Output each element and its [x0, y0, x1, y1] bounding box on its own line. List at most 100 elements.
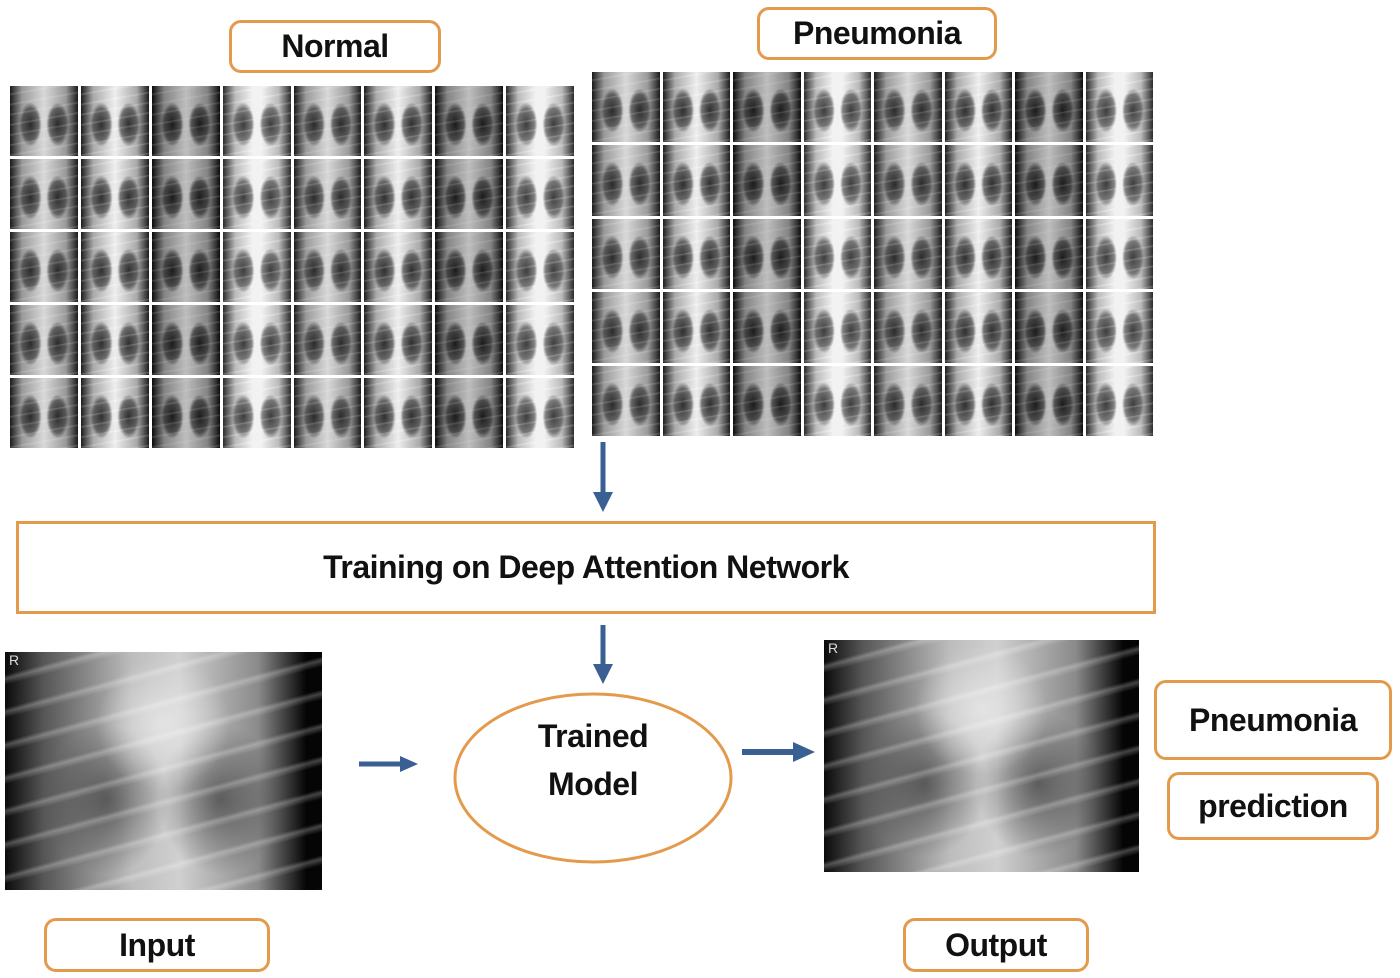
normal-xray-thumbnail	[435, 86, 504, 156]
training-box-text: Training on Deep Attention Network	[323, 549, 849, 585]
pneumonia-xray-thumbnail	[592, 292, 660, 363]
pneumonia-dataset-label: Pneumonia	[757, 7, 997, 60]
normal-xray-thumbnail	[435, 305, 504, 375]
normal-xray-thumbnail	[222, 305, 291, 375]
pneumonia-xray-thumbnail	[874, 218, 942, 290]
pneumonia-xray-thumbnail	[944, 145, 1012, 216]
pneumonia-xray-thumbnail	[733, 365, 801, 436]
pneumonia-xray-thumbnail	[803, 145, 871, 216]
trained-model-line2: Model	[548, 766, 638, 802]
pneumonia-xray-thumbnail	[662, 145, 730, 216]
arrow-input-to-model	[359, 756, 418, 772]
pneumonia-xray-thumbnail	[662, 292, 730, 363]
output-label-text: Output	[945, 926, 1047, 963]
input-label-text: Input	[119, 926, 195, 963]
pneumonia-xray-thumbnail	[1085, 365, 1153, 436]
normal-xray-thumbnail	[364, 232, 433, 302]
normal-xray-thumbnail	[293, 232, 362, 302]
pneumonia-xray-thumbnail	[1015, 292, 1083, 363]
result-class-label: Pneumonia	[1154, 680, 1392, 760]
normal-xray-thumbnail	[293, 378, 362, 448]
pneumonia-xray-thumbnail	[592, 145, 660, 216]
normal-xray-thumbnail	[80, 86, 149, 156]
normal-xray-thumbnail	[10, 305, 78, 375]
normal-xray-thumbnail	[435, 232, 504, 302]
normal-xray-thumbnail	[293, 159, 362, 229]
arrow-down-to-model	[593, 625, 613, 684]
pneumonia-xray-thumbnail	[803, 72, 871, 143]
normal-xray-thumbnail	[151, 86, 220, 156]
pneumonia-xray-thumbnail	[1015, 218, 1083, 290]
input-xray-image: R	[5, 652, 322, 890]
pneumonia-xray-thumbnail	[874, 365, 942, 436]
arrow-model-to-output	[742, 742, 815, 762]
pneumonia-xray-thumbnail	[662, 72, 730, 143]
normal-xray-thumbnail	[10, 159, 78, 229]
pneumonia-xray-grid	[592, 72, 1153, 436]
training-box: Training on Deep Attention Network	[16, 521, 1156, 614]
pneumonia-xray-thumbnail	[733, 72, 801, 143]
normal-xray-thumbnail	[80, 378, 149, 448]
output-xray-marker: R	[828, 640, 839, 656]
normal-xray-thumbnail	[151, 159, 220, 229]
pneumonia-xray-thumbnail	[662, 218, 730, 290]
pneumonia-xray-thumbnail	[1085, 145, 1153, 216]
output-label: Output	[903, 918, 1089, 972]
output-xray-image: R	[824, 640, 1139, 872]
trained-model-line1: Trained	[537, 718, 649, 754]
normal-xray-thumbnail	[151, 305, 220, 375]
normal-xray-grid	[10, 86, 574, 448]
result-prediction-label: prediction	[1167, 772, 1379, 840]
result-class-text: Pneumonia	[1189, 701, 1357, 738]
normal-xray-thumbnail	[80, 232, 149, 302]
pneumonia-xray-thumbnail	[733, 292, 801, 363]
normal-xray-thumbnail	[293, 305, 362, 375]
pneumonia-xray-thumbnail	[803, 365, 871, 436]
pneumonia-xray-thumbnail	[1015, 145, 1083, 216]
normal-xray-thumbnail	[293, 86, 362, 156]
normal-xray-thumbnail	[364, 159, 433, 229]
normal-xray-thumbnail	[10, 232, 78, 302]
normal-xray-thumbnail	[151, 378, 220, 448]
pneumonia-xray-thumbnail	[592, 365, 660, 436]
pneumonia-xray-thumbnail	[944, 72, 1012, 143]
normal-xray-thumbnail	[80, 159, 149, 229]
normal-xray-thumbnail	[364, 305, 433, 375]
normal-label: Normal	[229, 20, 441, 73]
normal-xray-thumbnail	[222, 86, 291, 156]
normal-xray-thumbnail	[506, 305, 574, 375]
pneumonia-xray-thumbnail	[874, 72, 942, 143]
pneumonia-xray-thumbnail	[1085, 218, 1153, 290]
pneumonia-xray-thumbnail	[1085, 72, 1153, 143]
pneumonia-xray-thumbnail	[944, 365, 1012, 436]
pneumonia-xray-thumbnail	[944, 218, 1012, 290]
input-label: Input	[44, 918, 270, 972]
pneumonia-xray-thumbnail	[1015, 365, 1083, 436]
pneumonia-xray-thumbnail	[733, 145, 801, 216]
normal-xray-thumbnail	[435, 159, 504, 229]
normal-xray-thumbnail	[364, 86, 433, 156]
pneumonia-dataset-label-text: Pneumonia	[793, 15, 961, 51]
normal-xray-thumbnail	[435, 378, 504, 448]
normal-xray-thumbnail	[506, 159, 574, 229]
arrow-down-to-training	[593, 442, 613, 512]
pneumonia-xray-thumbnail	[803, 292, 871, 363]
pneumonia-xray-thumbnail	[1015, 72, 1083, 143]
normal-xray-thumbnail	[222, 159, 291, 229]
result-prediction-text: prediction	[1198, 787, 1348, 824]
normal-xray-thumbnail	[222, 378, 291, 448]
normal-xray-thumbnail	[506, 86, 574, 156]
trained-model-label: Trained Model	[490, 712, 696, 808]
pneumonia-xray-thumbnail	[874, 292, 942, 363]
normal-xray-thumbnail	[222, 232, 291, 302]
pneumonia-xray-thumbnail	[592, 72, 660, 143]
pneumonia-xray-thumbnail	[733, 218, 801, 290]
pneumonia-xray-thumbnail	[662, 365, 730, 436]
normal-label-text: Normal	[281, 28, 389, 64]
normal-xray-thumbnail	[151, 232, 220, 302]
normal-xray-thumbnail	[364, 378, 433, 448]
normal-xray-thumbnail	[10, 378, 78, 448]
pneumonia-xray-thumbnail	[803, 218, 871, 290]
pneumonia-xray-thumbnail	[1085, 292, 1153, 363]
